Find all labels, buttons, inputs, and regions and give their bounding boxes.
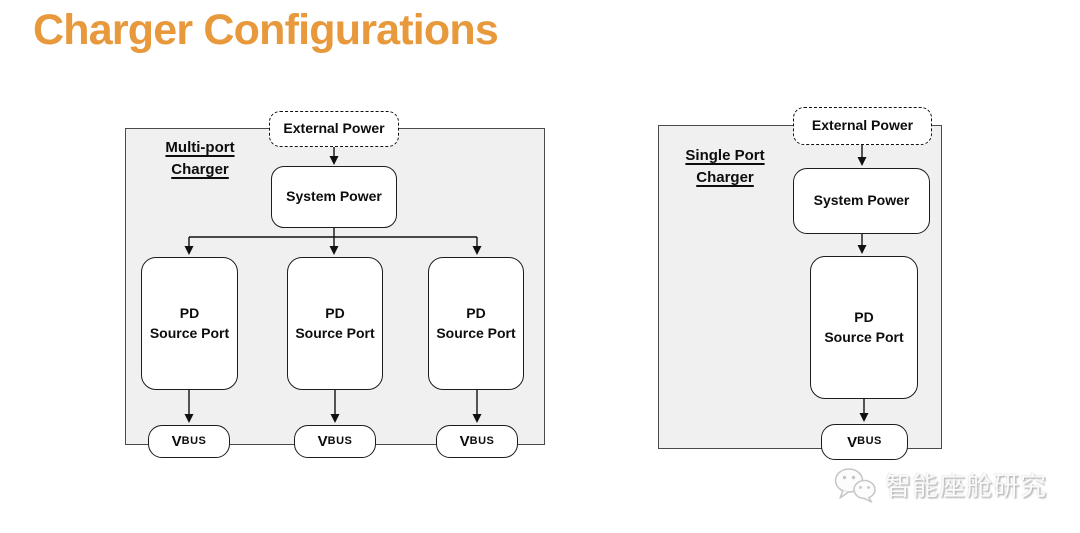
- pd-source-port-node: PD Source Port: [810, 256, 918, 399]
- vbus-label: V: [317, 433, 328, 450]
- pd-source-port-node: PD Source Port: [428, 257, 524, 390]
- vbus-label: V: [847, 433, 858, 451]
- pd-source-port-node: PD Source Port: [287, 257, 383, 390]
- multi-port-label: Multi-port Charger: [165, 139, 235, 178]
- watermark: 智能座舱研究: [833, 466, 1047, 503]
- system-power-node: System Power: [271, 166, 397, 228]
- external-power-node: External Power: [793, 107, 932, 145]
- pd-source-port-node: PD Source Port: [141, 257, 238, 390]
- system-power-node: System Power: [793, 168, 930, 234]
- single-port-label: Single Port Charger: [685, 147, 765, 186]
- page-title: Charger Configurations: [33, 6, 499, 54]
- external-power-node: External Power: [269, 111, 399, 147]
- wechat-icon: [834, 467, 876, 503]
- vbus-label: V: [171, 433, 182, 450]
- watermark-text: 智能座舱研究: [885, 472, 1048, 501]
- vbus-label: V: [459, 433, 470, 450]
